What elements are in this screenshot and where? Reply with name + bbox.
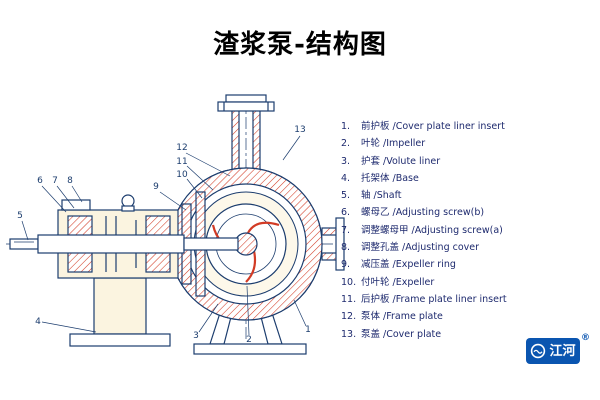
part-number: 11. xyxy=(341,293,357,305)
part-number: 6. xyxy=(341,207,351,219)
discharge-flange xyxy=(217,94,275,173)
callout-numbers: 13 12 11 10 9 8 7 6 5 4 3 2 1 xyxy=(17,125,311,345)
callout-12: 12 xyxy=(176,143,187,153)
callout-13: 13 xyxy=(294,125,305,135)
parts-list-item: 10. 付叶轮 /Expeller xyxy=(341,274,507,291)
callout-11: 11 xyxy=(176,157,187,167)
callout-10: 10 xyxy=(176,170,188,180)
parts-list-item: 9. 减压盖 /Expeller ring xyxy=(341,256,507,273)
callout-6: 6 xyxy=(37,176,43,186)
impeller xyxy=(205,203,287,285)
part-label: 泵体 /Frame plate xyxy=(361,311,443,323)
pump-diagram: 13 12 11 10 9 8 7 6 5 4 3 2 1 xyxy=(6,92,346,372)
part-number: 4. xyxy=(341,172,351,184)
part-label: 螺母乙 /Adjusting screw(b) xyxy=(361,207,485,219)
part-label: 护套 /Volute liner xyxy=(361,155,441,167)
part-label: 减压盖 /Expeller ring xyxy=(361,259,456,271)
part-label: 托架体 /Base xyxy=(361,172,419,184)
callout-3: 3 xyxy=(193,331,199,341)
part-label: 后护板 /Frame plate liner insert xyxy=(361,293,507,305)
callout-8: 8 xyxy=(67,176,73,186)
callout-5: 5 xyxy=(17,211,23,221)
parts-list-item: 7. 调整螺母甲 /Adjusting screw(a) xyxy=(341,222,507,239)
parts-list-item: 11. 后护板 /Frame plate liner insert xyxy=(341,291,507,308)
part-label: 付叶轮 /Expeller xyxy=(361,276,435,288)
brand-logo-text: 江河 xyxy=(549,343,576,359)
part-number: 3. xyxy=(341,155,351,167)
parts-list-item: 12. 泵体 /Frame plate xyxy=(341,308,507,325)
callout-leaders xyxy=(21,135,307,336)
part-number: 9. xyxy=(341,259,351,271)
base-supports xyxy=(69,277,307,355)
part-number: 1. xyxy=(341,121,351,132)
part-label: 调整螺母甲 /Adjusting screw(a) xyxy=(361,224,503,236)
parts-list-item: 2. 叶轮 /Impeller xyxy=(341,135,507,152)
parts-list-item: 6. 螺母乙 /Adjusting screw(b) xyxy=(341,204,507,221)
callout-9: 9 xyxy=(153,182,159,192)
brand-logo-box: 江河 xyxy=(526,338,580,364)
parts-list-item: 1. 前护板 /Cover plate liner insert xyxy=(341,118,507,135)
parts-list-item: 8. 调整孔盖 /Adjusting cover xyxy=(341,239,507,256)
registered-mark: ® xyxy=(581,333,590,343)
part-label: 叶轮 /Impeller xyxy=(361,138,426,150)
part-number: 5. xyxy=(341,190,351,202)
parts-list: 1. 前护板 /Cover plate liner insert 2. 叶轮 /Im… xyxy=(341,118,507,343)
callout-4: 4 xyxy=(35,317,41,327)
parts-list-item: 3. 护套 /Volute liner xyxy=(341,153,507,170)
part-label: 前护板 /Cover plate liner insert xyxy=(361,121,505,132)
part-number: 13. xyxy=(341,328,357,340)
part-label: 泵盖 /Cover plate xyxy=(361,328,442,340)
part-number: 12. xyxy=(341,311,357,323)
parts-list-item: 5. 轴 /Shaft xyxy=(341,187,507,204)
part-number: 8. xyxy=(341,242,351,254)
parts-list-item: 4. 托架体 /Base xyxy=(341,170,507,187)
part-number: 7. xyxy=(341,224,351,236)
wave-circle-icon xyxy=(531,343,546,359)
page-title: 渣浆泵-结构图 xyxy=(213,30,387,60)
pump-cross-section-drawing: 13 12 11 10 9 8 7 6 5 4 3 2 1 xyxy=(6,94,345,355)
callout-2: 2 xyxy=(246,335,252,345)
part-number: 10. xyxy=(341,276,357,288)
parts-list-item: 13. 泵盖 /Cover plate xyxy=(341,326,507,343)
callout-1: 1 xyxy=(305,325,311,335)
part-label: 调整孔盖 /Adjusting cover xyxy=(361,242,480,254)
shaft xyxy=(9,234,239,254)
callout-7: 7 xyxy=(52,176,58,186)
part-label: 轴 /Shaft xyxy=(361,190,402,202)
suction-flange xyxy=(321,217,345,271)
brand-logo: 江河 ® xyxy=(526,333,590,367)
part-number: 2. xyxy=(341,138,351,150)
